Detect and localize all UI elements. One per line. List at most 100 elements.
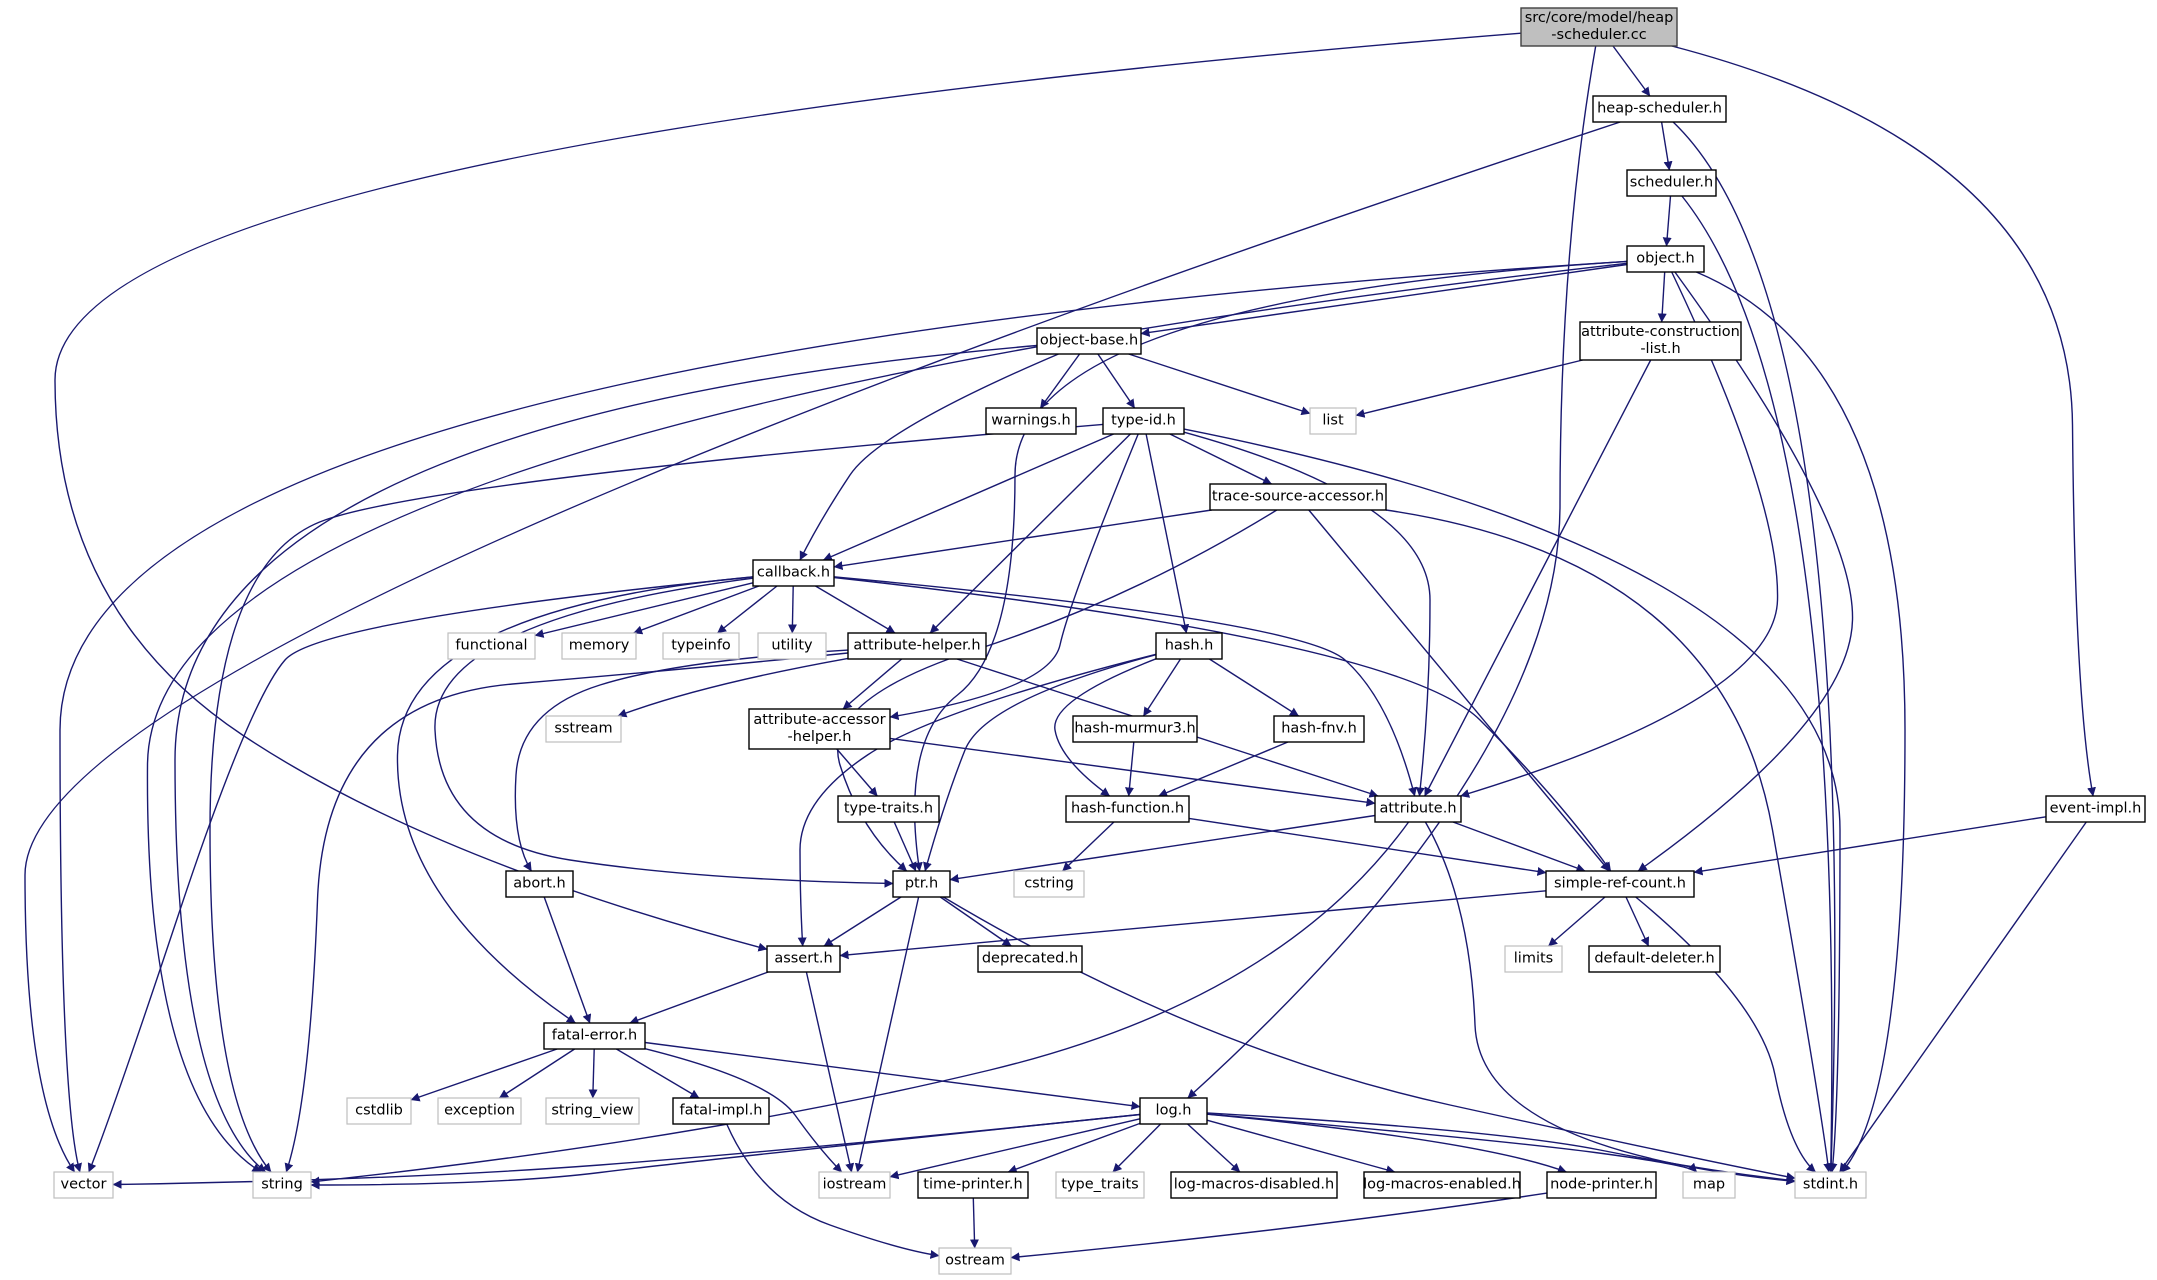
- node-label: deprecated.h: [982, 951, 1078, 967]
- node-box: [917, 1171, 1029, 1199]
- edge-object-to-stdint: [1696, 271, 1906, 1173]
- node-log[interactable]: log.h: [1139, 1097, 1208, 1125]
- node-ostream[interactable]: ostream: [938, 1247, 1012, 1275]
- node-box: [938, 1247, 1012, 1275]
- node-type-traits[interactable]: type_traits: [1055, 1171, 1145, 1199]
- node-vector[interactable]: vector: [53, 1171, 114, 1199]
- edge-callback-to-utility: [787, 585, 797, 634]
- node-attr-construction[interactable]: attribute-construction-list.h: [1579, 321, 1742, 361]
- edge-root-to-event-impl: [1671, 45, 2096, 797]
- node-string-view[interactable]: string_view: [545, 1097, 640, 1125]
- node-hash-murmur3[interactable]: hash-murmur3.h: [1072, 715, 1198, 743]
- edge-ptr-to-stdint: [942, 896, 1796, 1182]
- node-hash-function[interactable]: hash-function.h: [1065, 795, 1190, 823]
- node-type-traits-h[interactable]: type-traits.h: [837, 795, 940, 823]
- node-callback[interactable]: callback.h: [752, 559, 835, 587]
- node-assert[interactable]: assert.h: [766, 945, 841, 973]
- node-label: ptr.h: [905, 876, 938, 892]
- node-ptr[interactable]: ptr.h: [892, 870, 951, 898]
- edge-callback-to-fatal-error: [396, 576, 754, 1024]
- edge-callback-to-attribute: [833, 576, 1417, 797]
- node-box: [1065, 795, 1190, 823]
- node-attr-helper[interactable]: attribute-helper.h: [847, 632, 987, 660]
- edge-fatal-error-to-iostream: [644, 1048, 843, 1173]
- node-cstdlib[interactable]: cstdlib: [346, 1097, 412, 1125]
- node-root[interactable]: src/core/model/heap-scheduler.cc: [1520, 7, 1678, 47]
- node-box: [1794, 1171, 1867, 1199]
- node-box: [1170, 1171, 1338, 1199]
- node-node-printer[interactable]: node-printer.h: [1546, 1171, 1657, 1199]
- node-label: attribute.h: [1379, 801, 1456, 817]
- node-utility[interactable]: utility: [757, 632, 827, 660]
- node-stdint[interactable]: stdint.h: [1794, 1171, 1867, 1199]
- node-box: [977, 945, 1083, 973]
- node-label: attribute-accessor: [753, 712, 885, 728]
- node-list[interactable]: list: [1309, 407, 1357, 435]
- edge-log-to-string: [310, 1113, 1141, 1190]
- node-string[interactable]: string: [252, 1171, 312, 1199]
- node-trace-source[interactable]: trace-source-accessor.h: [1209, 483, 1387, 511]
- node-label: src/core/model/heap: [1525, 10, 1674, 26]
- node-attr-accessor[interactable]: attribute-accessor-helper.h: [748, 708, 891, 750]
- edge-ptr-to-assert: [823, 896, 902, 947]
- node-typeinfo[interactable]: typeinfo: [662, 632, 740, 660]
- edge-attr-helper-to-attr-accessor: [842, 658, 903, 710]
- edge-attr-construction-to-attribute: [1424, 359, 1652, 797]
- node-label: memory: [569, 638, 630, 654]
- node-exception[interactable]: exception: [437, 1097, 522, 1125]
- edge-simple-ref-to-assert: [839, 890, 1547, 960]
- node-type-id[interactable]: type-id.h: [1102, 407, 1185, 435]
- node-log-disabled[interactable]: log-macros-disabled.h: [1170, 1171, 1338, 1199]
- edge-callback-to-ptr: [434, 577, 894, 888]
- node-fatal-impl[interactable]: fatal-impl.h: [672, 1097, 770, 1125]
- node-label: attribute-helper.h: [853, 638, 980, 654]
- node-event-impl[interactable]: event-impl.h: [2045, 795, 2146, 823]
- edge-type-traits-h-to-ptr: [893, 821, 917, 872]
- node-cstring[interactable]: cstring: [1013, 870, 1085, 898]
- edge-fatal-error-to-cstdlib: [410, 1048, 558, 1102]
- node-abort[interactable]: abort.h: [505, 870, 574, 898]
- node-heap-scheduler[interactable]: heap-scheduler.h: [1592, 95, 1727, 123]
- node-attribute[interactable]: attribute.h: [1374, 795, 1462, 823]
- node-deprecated[interactable]: deprecated.h: [977, 945, 1083, 973]
- node-box: [757, 632, 827, 660]
- node-memory[interactable]: memory: [561, 632, 637, 660]
- node-limits[interactable]: limits: [1504, 945, 1563, 973]
- node-simple-ref[interactable]: simple-ref-count.h: [1545, 870, 1695, 898]
- edge-fatal-error-to-string-view: [588, 1048, 598, 1099]
- node-box: [1363, 1171, 1521, 1199]
- edge-time-printer-to-ostream: [969, 1197, 979, 1249]
- node-warnings[interactable]: warnings.h: [985, 407, 1077, 435]
- node-box: [545, 715, 622, 743]
- edge-trace-source-to-stdint: [1385, 509, 1833, 1173]
- node-label: callback.h: [757, 565, 830, 581]
- node-scheduler[interactable]: scheduler.h: [1626, 169, 1717, 197]
- edge-attr-helper-to-abort: [514, 649, 849, 872]
- node-label: fatal-impl.h: [679, 1103, 762, 1119]
- node-label: hash-function.h: [1071, 801, 1184, 817]
- edge-type-id-to-hash: [1145, 433, 1190, 634]
- node-iostream[interactable]: iostream: [818, 1171, 891, 1199]
- edge-hash-function-to-simple-ref: [1188, 817, 1547, 876]
- node-label: iostream: [823, 1177, 887, 1193]
- edge-object-base-to-list: [1128, 353, 1311, 416]
- node-default-deleter[interactable]: default-deleter.h: [1588, 945, 1721, 973]
- node-hash-fnv[interactable]: hash-fnv.h: [1273, 715, 1365, 743]
- edge-log-to-iostream: [889, 1118, 1141, 1180]
- node-label: log.h: [1156, 1103, 1192, 1119]
- node-label: log-macros-enabled.h: [1363, 1177, 1521, 1193]
- node-log-enabled[interactable]: log-macros-enabled.h: [1363, 1171, 1521, 1199]
- node-object-base[interactable]: object-base.h: [1036, 327, 1142, 355]
- node-fatal-error[interactable]: fatal-error.h: [543, 1022, 646, 1050]
- node-box: [837, 795, 940, 823]
- edge-object-to-object-base: [1140, 263, 1628, 337]
- node-sstream[interactable]: sstream: [545, 715, 622, 743]
- node-label: typeinfo: [671, 638, 731, 654]
- node-box: [1546, 1171, 1657, 1199]
- node-hash[interactable]: hash.h: [1155, 632, 1223, 660]
- node-label: hash-murmur3.h: [1074, 721, 1195, 737]
- node-functional[interactable]: functional: [447, 632, 536, 660]
- node-time-printer[interactable]: time-printer.h: [917, 1171, 1029, 1199]
- node-object[interactable]: object.h: [1626, 245, 1705, 273]
- node-map[interactable]: map: [1682, 1171, 1736, 1199]
